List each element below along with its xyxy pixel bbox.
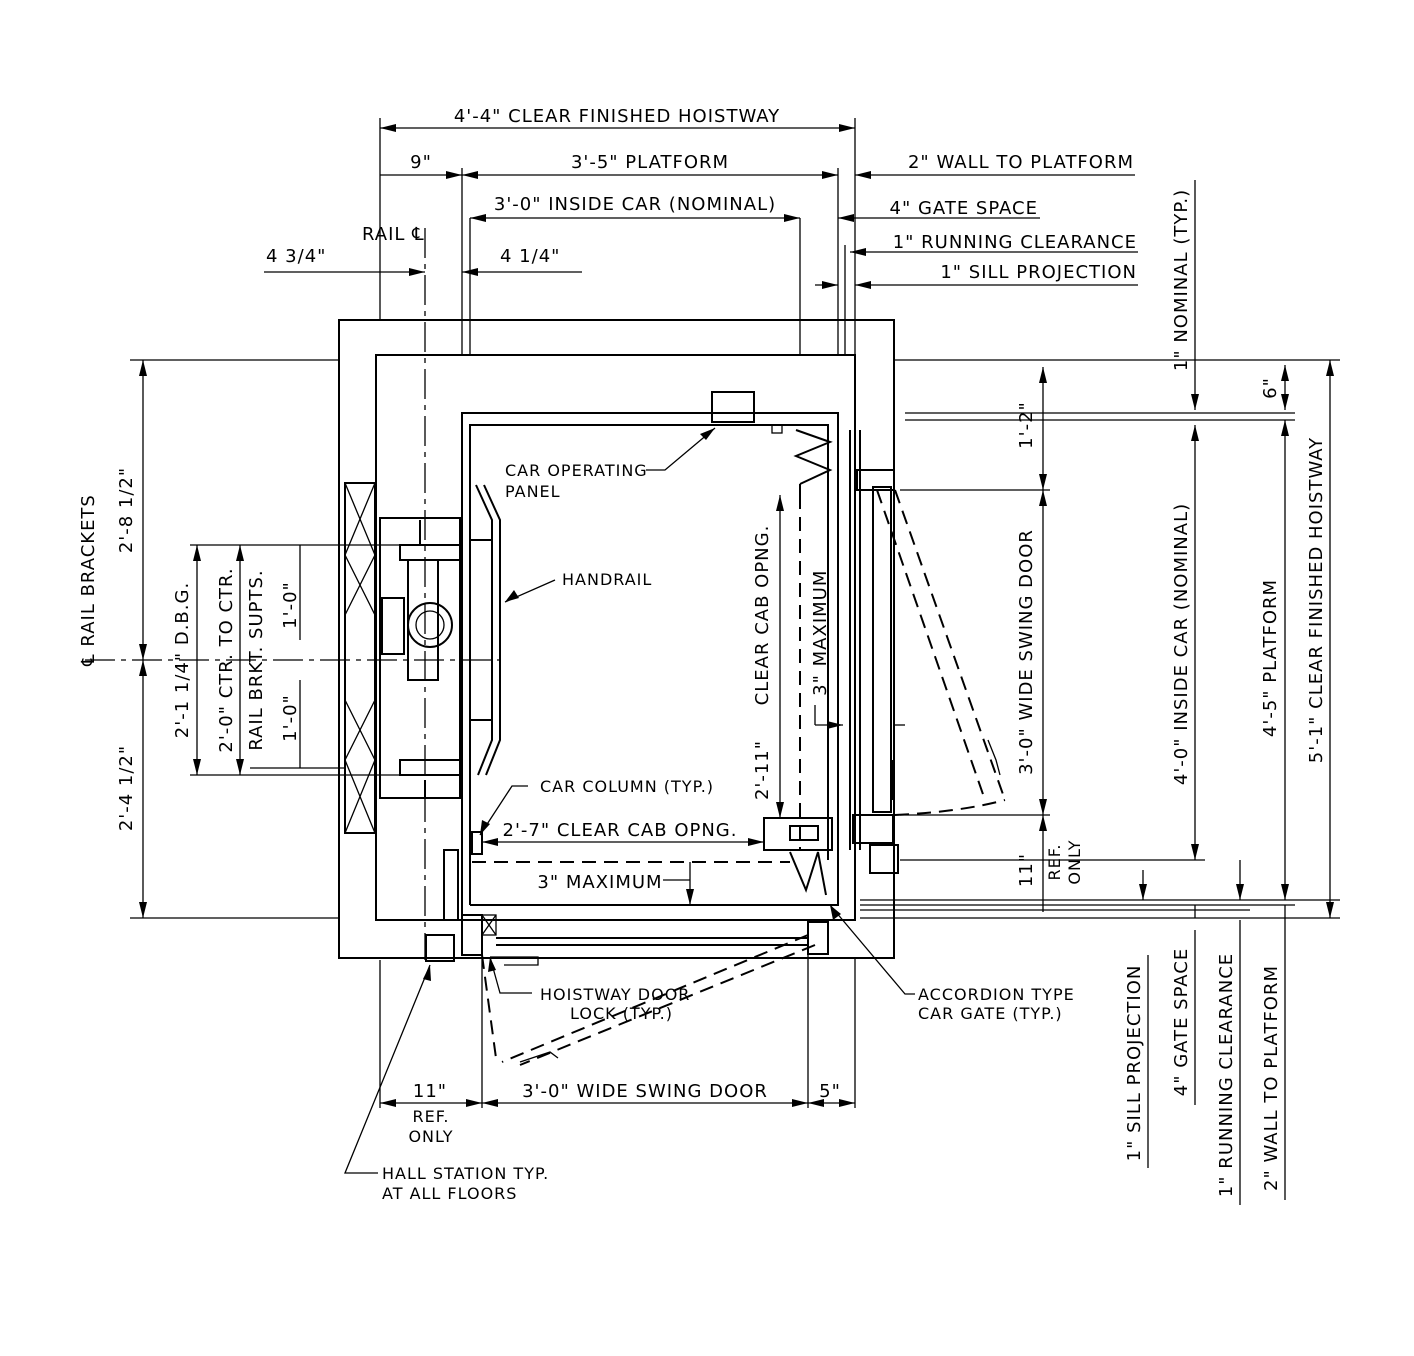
label-hall-station-1: HALL STATION TYP.: [382, 1164, 549, 1183]
label-dim-2-8-1-2: 2'-8 1/2": [116, 467, 137, 553]
car-platform: [461, 412, 861, 920]
label-car-operating-panel-2: PANEL: [505, 482, 561, 501]
label-sill-projection-bottom: 1" SILL PROJECTION: [1124, 965, 1145, 1162]
label-rail-brkt-supts: RAIL BRKT. SUPTS.: [246, 569, 267, 750]
label-car-operating-panel-1: CAR OPERATING: [505, 461, 648, 480]
label-clear-cab-opng-v: CLEAR CAB OPNG.: [752, 525, 773, 706]
label-accordion-1: ACCORDION TYPE: [918, 985, 1075, 1004]
label-maximum-h: 3" MAXIMUM: [537, 872, 662, 893]
left-dimensions: [130, 359, 400, 919]
label-ref-bottom: REF.: [413, 1107, 450, 1126]
interior-dimensions: [482, 495, 843, 905]
label-dim-2-11: 2'-11": [752, 740, 773, 800]
label-clear-cab-opng-h: 2'-7" CLEAR CAB OPNG.: [503, 820, 738, 841]
text-labels: 4'-4" CLEAR FINISHED HOISTWAY 9" 3'-5" P…: [78, 106, 1327, 1203]
label-rail-cl: RAIL ℄: [362, 224, 425, 245]
label-handrail: HANDRAIL: [562, 570, 652, 589]
side-door-jamb: [852, 469, 899, 874]
label-dim-3-v: 3": [810, 674, 831, 696]
label-only-bottom: ONLY: [408, 1127, 453, 1146]
label-wide-swing-door-bottom: 3'-0" WIDE SWING DOOR: [522, 1081, 768, 1102]
label-car-column: CAR COLUMN (TYP.): [540, 777, 714, 796]
label-dim-4-1-4: 4 1/4": [500, 246, 560, 267]
label-dim-5: 5": [819, 1081, 841, 1102]
center-lines: [85, 228, 500, 960]
label-dim-11-right: 11": [1016, 853, 1037, 887]
label-inside-car-top: 3'-0" INSIDE CAR (NOMINAL): [494, 194, 776, 215]
front-swing-door-path: [481, 934, 816, 1066]
label-only-right: ONLY: [1065, 839, 1084, 884]
label-inside-car-right: 4'-0" INSIDE CAR (NOMINAL): [1171, 503, 1192, 785]
car-column: [443, 831, 483, 921]
cab-opening-dashes: [472, 495, 801, 863]
handrail: [470, 484, 501, 776]
arrowheads: [139, 124, 1334, 1107]
top-dimensions: [264, 118, 1138, 355]
label-accordion-2: CAR GATE (TYP.): [918, 1004, 1063, 1023]
rail-assembly: [344, 482, 461, 834]
leader-lines: [344, 427, 915, 1174]
label-wide-swing-door-right: 3'-0" WIDE SWING DOOR: [1016, 529, 1037, 775]
label-dim-9: 9": [410, 152, 432, 173]
side-swing-door-path: [876, 489, 1006, 816]
label-ref-right: REF.: [1045, 844, 1064, 881]
label-wall-to-platform-top: 2" WALL TO PLATFORM: [908, 152, 1134, 173]
label-clear-finished-hoistway-right: 5'-1" CLEAR FINISHED HOISTWAY: [1306, 437, 1327, 763]
label-dim-1-0-upper: 1'-0": [280, 581, 301, 629]
label-dim-4-3-4: 4 3/4": [266, 246, 326, 267]
label-platform-top: 3'-5" PLATFORM: [571, 152, 729, 173]
label-dim-1-0-lower: 1'-0": [280, 694, 301, 742]
label-dbg: 2'-1 1/4" D.B.G.: [172, 582, 193, 738]
label-platform-right: 4'-5" PLATFORM: [1260, 579, 1281, 737]
label-wall-to-platform-bottom: 2" WALL TO PLATFORM: [1261, 965, 1282, 1191]
label-gate-space-bottom: 4" GATE SPACE: [1171, 948, 1192, 1096]
label-nominal-typ: 1" NOMINAL (TYP.): [1171, 189, 1192, 371]
label-dim-11-bottom: 11": [413, 1081, 447, 1102]
label-running-clearance-bottom: 1" RUNNING CLEARANCE: [1216, 953, 1237, 1197]
label-running-clearance-top: 1" RUNNING CLEARANCE: [893, 232, 1137, 253]
front-hoistway-door: [425, 914, 829, 966]
label-gate-space-top: 4" GATE SPACE: [890, 198, 1038, 219]
label-rail-brackets: ℄ RAIL BRACKETS: [78, 494, 99, 667]
label-hoistway-door-lock-1: HOISTWAY DOOR: [540, 985, 690, 1004]
label-hall-station-2: AT ALL FLOORS: [382, 1184, 517, 1203]
label-hoistway-door-lock-2: LOCK (TYP.): [570, 1004, 673, 1023]
car-operating-panel-box: [711, 391, 783, 434]
label-dim-1-2: 1'-2": [1016, 401, 1037, 449]
label-ctr-to-ctr: 2'-0" CTR. TO CTR.: [216, 567, 237, 752]
label-sill-projection-top: 1" SILL PROJECTION: [940, 262, 1137, 283]
label-dim-2-4-1-2: 2'-4 1/2": [116, 745, 137, 831]
label-maximum-v: MAXIMUM: [810, 570, 831, 667]
label-clear-finished-hoistway-top: 4'-4" CLEAR FINISHED HOISTWAY: [454, 106, 780, 127]
label-dim-6: 6": [1260, 377, 1281, 399]
bottom-dimensions: [379, 955, 856, 1108]
